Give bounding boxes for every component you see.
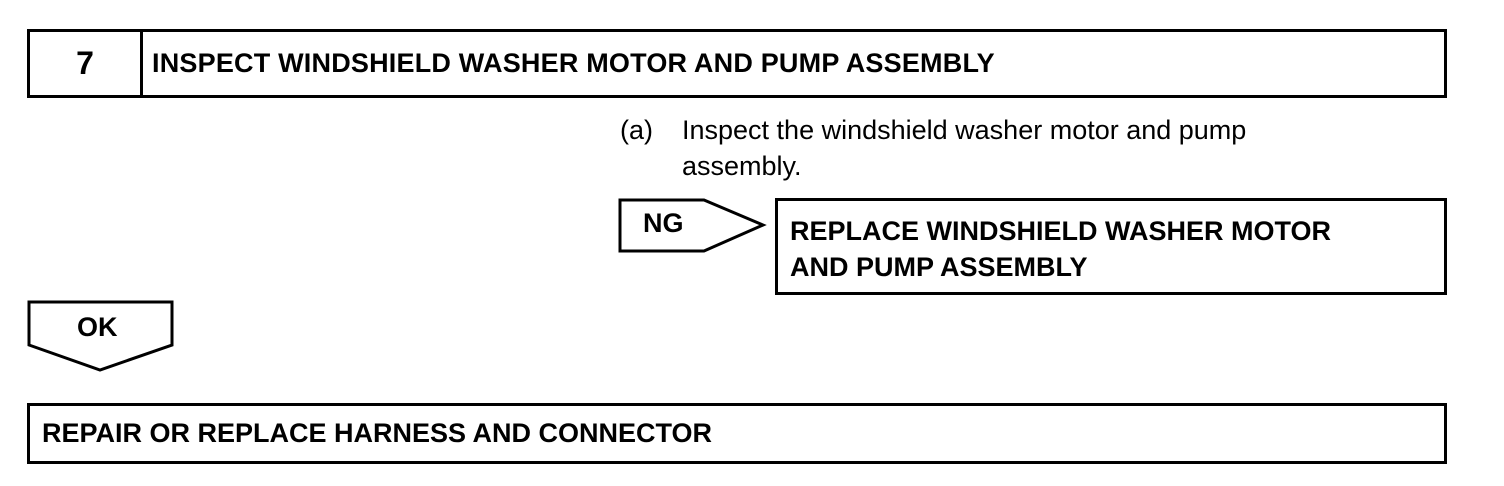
ng-arrow-shape [618,198,767,253]
replace-action-text: REPLACE WINDSHIELD WASHER MOTOR AND PUMP… [790,213,1430,285]
step-number: 7 [30,32,143,95]
ok-arrow-shape [27,300,174,372]
repair-action-box: REPAIR OR REPLACE HARNESS AND CONNECTOR [27,403,1447,464]
ng-label: NG [643,208,684,238]
repair-action-text: REPAIR OR REPLACE HARNESS AND CONNECTOR [42,418,713,448]
replace-action-line2: AND PUMP ASSEMBLY [790,252,1088,282]
step-title: INSPECT WINDSHIELD WASHER MOTOR AND PUMP… [152,48,995,78]
instruction-text: Inspect the windshield washer motor and … [682,115,1247,181]
ok-label: OK [77,312,118,342]
instruction-marker: (a) [620,115,653,145]
replace-action-box: REPLACE WINDSHIELD WASHER MOTOR AND PUMP… [775,198,1447,295]
step-header-box: 7 INSPECT WINDSHIELD WASHER MOTOR AND PU… [27,29,1447,98]
replace-action-line1: REPLACE WINDSHIELD WASHER MOTOR [790,216,1332,246]
